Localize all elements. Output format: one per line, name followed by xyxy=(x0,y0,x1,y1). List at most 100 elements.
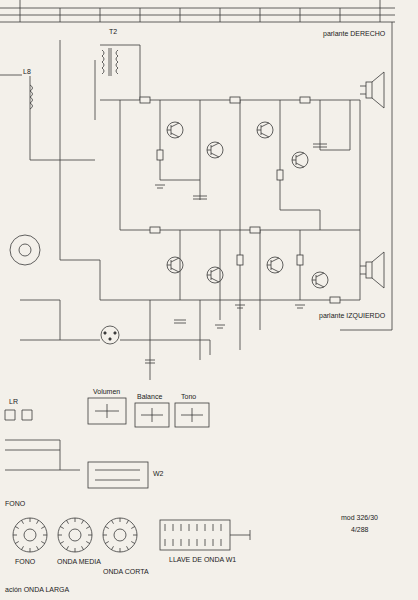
part-label: ONDA CORTA xyxy=(102,568,150,576)
bank-contact xyxy=(221,524,222,546)
coil-primary xyxy=(102,50,104,74)
wafer-contact xyxy=(112,546,114,549)
pot-box xyxy=(135,403,169,427)
bank-contact xyxy=(173,524,174,546)
part-label: FONO xyxy=(4,500,26,508)
pot-box xyxy=(88,398,126,424)
wafer-contact xyxy=(127,546,129,549)
wafer-contact xyxy=(30,518,31,522)
part-label: 4/288 xyxy=(350,526,370,534)
part-label: LR xyxy=(8,398,19,406)
transistors xyxy=(167,122,328,288)
wafer-contact xyxy=(67,520,69,523)
wafer-contact xyxy=(22,520,24,523)
bank-contact xyxy=(189,524,190,546)
resistor-symbol xyxy=(300,97,310,103)
pot-wiper xyxy=(141,408,163,422)
wafer-contact xyxy=(15,542,18,544)
capacitors xyxy=(145,144,327,363)
wafer-contact xyxy=(60,527,63,529)
wafer-contact xyxy=(82,546,84,549)
pot-wiper xyxy=(181,408,203,422)
wafer-hub xyxy=(114,529,126,541)
resistor-symbol xyxy=(277,170,283,180)
bank-contact xyxy=(213,524,214,546)
wafer-contact xyxy=(13,535,17,536)
wafer-hub xyxy=(24,529,36,541)
switch-w2 xyxy=(88,462,148,488)
wafer-contact xyxy=(41,527,44,529)
transformer-t2 xyxy=(102,48,118,76)
resistors xyxy=(140,97,340,303)
part-label: parlante DERECHO xyxy=(322,30,386,38)
resistor-symbol xyxy=(140,97,150,103)
wafer xyxy=(13,518,47,552)
pot-box xyxy=(175,403,209,427)
resistor-symbol xyxy=(157,150,163,160)
switch-shaft xyxy=(230,530,250,540)
speaker-cone xyxy=(372,72,384,108)
pot-tono xyxy=(175,403,209,427)
bank-contact xyxy=(197,524,198,546)
part-label: Volumen xyxy=(92,388,121,396)
wafer-contact xyxy=(86,542,89,544)
wafer-contact xyxy=(75,518,76,522)
wafer-hub xyxy=(69,529,81,541)
part-label: Tono xyxy=(180,393,197,401)
wafer-contact xyxy=(37,546,39,549)
wafer-contact xyxy=(127,520,129,523)
wafer-contact xyxy=(133,535,137,536)
part-label: mod 326/30 xyxy=(340,514,379,522)
resistor-symbol xyxy=(230,97,240,103)
wafer-contact xyxy=(105,542,108,544)
wafer-contact xyxy=(120,518,121,522)
wafer-contact xyxy=(15,527,18,529)
part-label: L8 xyxy=(22,68,32,76)
header-table xyxy=(0,0,395,22)
bank-contact xyxy=(165,524,166,546)
resistor-symbol xyxy=(297,255,303,265)
resistor-symbol xyxy=(250,227,260,233)
wafer-contact xyxy=(75,548,76,552)
switch-box xyxy=(88,462,148,488)
wafer-contact xyxy=(105,527,108,529)
right-frame xyxy=(340,22,392,330)
din-socket xyxy=(101,326,119,344)
socket-pin xyxy=(109,338,111,340)
wafer xyxy=(58,518,92,552)
transistor-leads xyxy=(167,123,324,287)
speaker-magnet xyxy=(366,82,372,98)
wafer-contact xyxy=(67,546,69,549)
socket-pin xyxy=(114,332,116,334)
wafer-contact xyxy=(58,535,62,536)
wafer-contact xyxy=(41,542,44,544)
wafer-contact xyxy=(43,535,47,536)
resistor-symbol xyxy=(150,227,160,233)
ground-symbols xyxy=(155,185,305,328)
part-label: Balance xyxy=(136,393,163,401)
bank-contact xyxy=(181,524,182,546)
resistor-symbol xyxy=(237,255,243,265)
core xyxy=(109,48,111,76)
wafer-contact xyxy=(82,520,84,523)
speaker-cone xyxy=(372,252,384,288)
rotary-switch xyxy=(10,235,40,265)
rotary-hub xyxy=(19,244,31,256)
part-label: ación ONDA LARGA xyxy=(4,586,70,594)
part-label: ONDA MEDIA xyxy=(56,558,102,566)
switch-body xyxy=(160,520,230,550)
wafer-contact xyxy=(30,548,31,552)
pot-volumen xyxy=(88,398,126,424)
socket-pin xyxy=(104,332,106,334)
wafer-contact xyxy=(22,546,24,549)
wafer-contact xyxy=(86,527,89,529)
wafer-contact xyxy=(88,535,92,536)
part-label: LLAVE DE ONDA W1 xyxy=(168,556,237,564)
speaker-magnet xyxy=(366,262,372,278)
switch-contacts xyxy=(165,524,221,546)
coil-secondary xyxy=(116,50,118,74)
bank-contact xyxy=(205,524,206,546)
speaker-left xyxy=(366,252,384,288)
speaker-leads xyxy=(360,86,366,274)
